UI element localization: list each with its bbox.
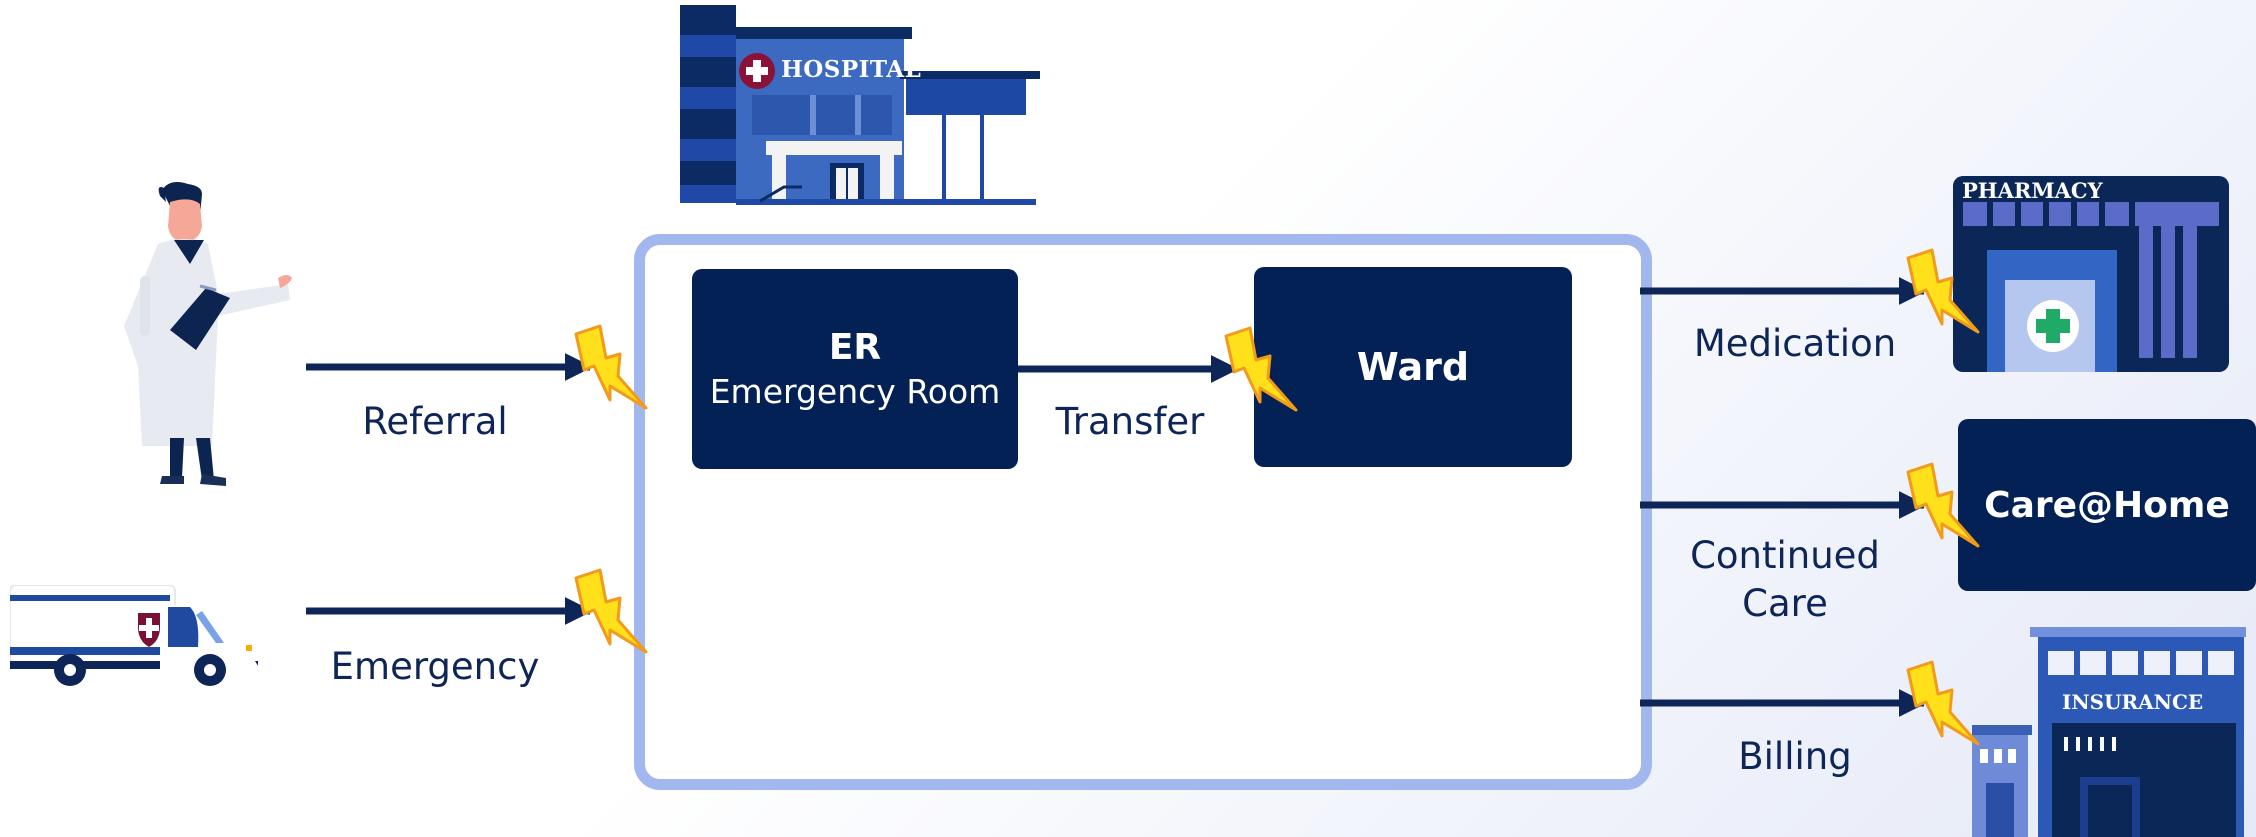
continued-care-line1: Continued [1690, 534, 1880, 577]
insurance-sign: INSURANCE [2062, 690, 2204, 714]
medication-bolt-icon [1906, 248, 1980, 334]
ward-title: Ward [1356, 345, 1470, 389]
er-subtitle: Emergency Room [709, 372, 1001, 411]
pharmacy-sign: PHARMACY [1962, 178, 2103, 203]
hospital-sign: HOSPITAL [781, 56, 922, 83]
emergency-bolt-icon [574, 568, 648, 654]
care-home-title: Care@Home [1984, 484, 2230, 526]
care-home-node: Care@Home [1958, 419, 2256, 591]
er-title: ER [828, 327, 882, 368]
medication-label: Medication [1693, 322, 1897, 365]
emergency-label: Emergency [330, 645, 540, 688]
referral-bolt-icon [574, 324, 648, 410]
continued-care-bolt-icon [1906, 462, 1980, 548]
billing-bolt-icon [1906, 660, 1980, 746]
er-node: ER Emergency Room [692, 269, 1018, 469]
continued-care-line2: Care [1742, 582, 1828, 626]
ambulance-icon [10, 585, 260, 686]
doctor-icon [124, 182, 292, 486]
hospital-building-icon [680, 5, 1040, 205]
referral-label: Referral [362, 400, 508, 443]
pharmacy-building-icon [1953, 176, 2229, 372]
insurance-building-icon [1972, 627, 2246, 837]
transfer-bolt-icon [1224, 326, 1298, 412]
continued-care-label: Continued Care [1680, 532, 1890, 628]
transfer-label: Transfer [1055, 400, 1205, 443]
ward-node: Ward [1254, 267, 1572, 467]
billing-label: Billing [1738, 735, 1852, 778]
